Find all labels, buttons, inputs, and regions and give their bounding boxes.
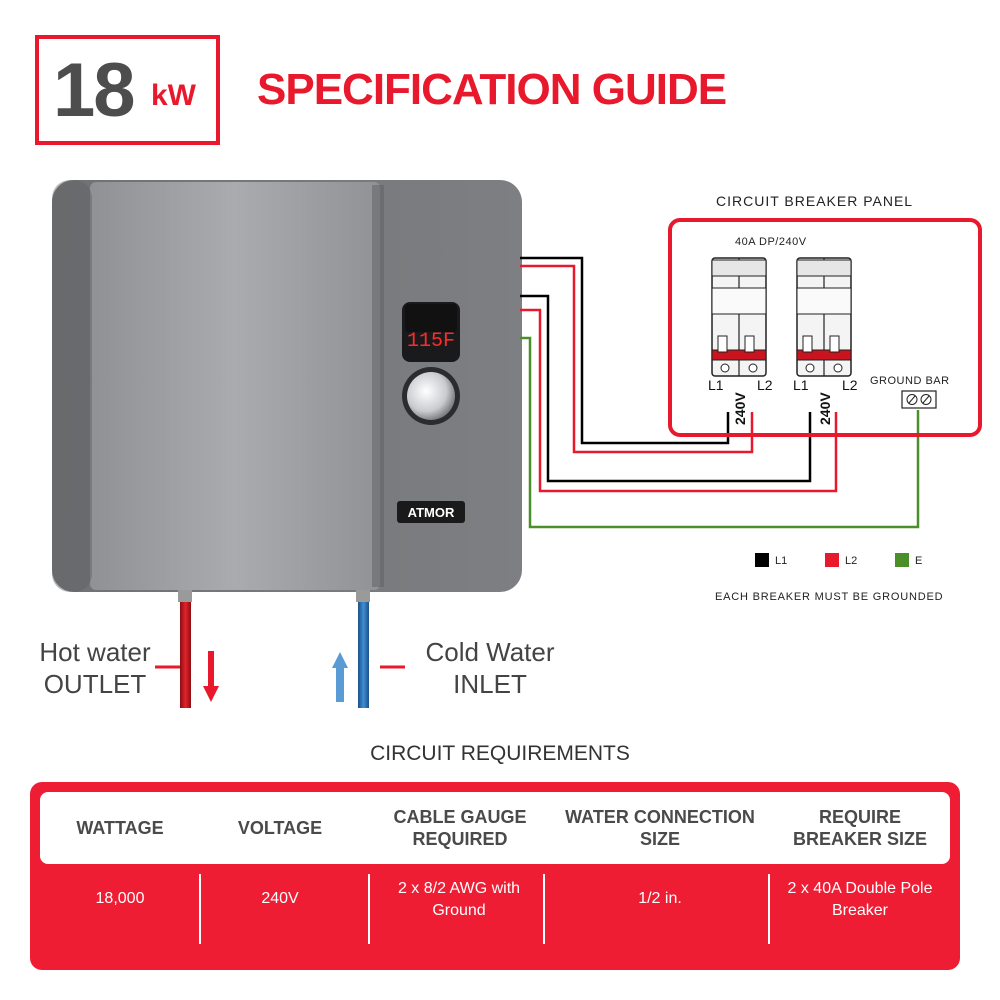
column-divider: [768, 874, 770, 944]
table-header: WATTAGE VOLTAGE CABLE GAUGE REQUIRED WAT…: [40, 792, 950, 864]
cell-wattage: 18,000: [95, 890, 145, 907]
up-arrow-icon: [332, 652, 348, 702]
breaker-1-voltage: 240V: [732, 392, 748, 425]
cold-water-pipe: [358, 602, 369, 708]
header-cable-gauge: CABLE GAUGE REQUIRED: [393, 807, 527, 849]
legend-label-e: E: [915, 555, 923, 567]
header-wattage: WATTAGE: [76, 818, 164, 838]
column-divider: [543, 874, 545, 944]
legend-swatch-e: [895, 553, 909, 567]
down-arrow-icon: [203, 651, 219, 702]
breaker-1-l1: L1: [708, 377, 724, 393]
water-heater: 115F ATMOR: [52, 180, 522, 602]
breaker-panel-frame: [668, 218, 982, 437]
column-divider: [368, 874, 370, 944]
cold-water-line2: INLET: [453, 669, 527, 699]
breaker-1-l2: L2: [757, 377, 773, 393]
cell-breaker-size: 2 x 40A Double Pole Breaker: [787, 880, 933, 919]
cell-water-connection: 1/2 in.: [638, 890, 682, 907]
hot-water-pipe: [180, 602, 191, 708]
temperature-readout: 115F: [407, 330, 455, 353]
requirements-table: WATTAGE VOLTAGE CABLE GAUGE REQUIRED WAT…: [30, 782, 960, 970]
header-voltage: VOLTAGE: [237, 818, 323, 838]
legend-swatch-l2: [825, 553, 839, 567]
cell-voltage: 240V: [261, 890, 299, 907]
legend-swatch-l1: [755, 553, 769, 567]
cold-water-label: Cold Water INLET: [415, 636, 565, 700]
ground-bar-terminal: [901, 390, 937, 409]
breaker-2-l1: L1: [793, 377, 809, 393]
breaker-2-voltage: 240V: [817, 392, 833, 425]
requirements-title: CIRCUIT REQUIREMENTS: [370, 742, 630, 765]
brand-name: ATMOR: [408, 505, 455, 520]
header-water-connection: WATER CONNECTION SIZE: [565, 807, 755, 849]
ground-bar-label: GROUND BAR: [870, 375, 950, 387]
brand-badge: [397, 501, 465, 523]
hot-water-line2: OUTLET: [43, 669, 147, 699]
power-unit: kW: [151, 79, 196, 112]
page-title: SPECIFICATION GUIDE: [257, 65, 727, 114]
breaker-rating: 40A DP/240V: [735, 236, 807, 248]
legend-label-l1: L1: [775, 555, 788, 567]
grounding-note: EACH BREAKER MUST BE GROUNDED: [715, 591, 944, 603]
power-rating-box: 18 kW: [35, 35, 220, 145]
hot-water-label: Hot water OUTLET: [20, 636, 170, 700]
legend-label-l2: L2: [845, 555, 858, 567]
cold-water-line1: Cold Water: [425, 637, 555, 667]
wiring-diagram: 115F ATMOR: [52, 180, 982, 708]
power-value: 18: [53, 48, 136, 133]
column-divider: [199, 874, 201, 944]
panel-title: CIRCUIT BREAKER PANEL: [716, 193, 914, 209]
breaker-2-l2: L2: [842, 377, 858, 393]
wiring: [520, 256, 920, 529]
cell-cable-gauge: 2 x 8/2 AWG with Ground: [397, 880, 521, 919]
hot-water-line1: Hot water: [39, 637, 151, 667]
breaker-1: [711, 257, 767, 377]
breaker-2: [796, 257, 852, 377]
header-breaker-size: REQUIRE BREAKER SIZE: [792, 807, 927, 849]
